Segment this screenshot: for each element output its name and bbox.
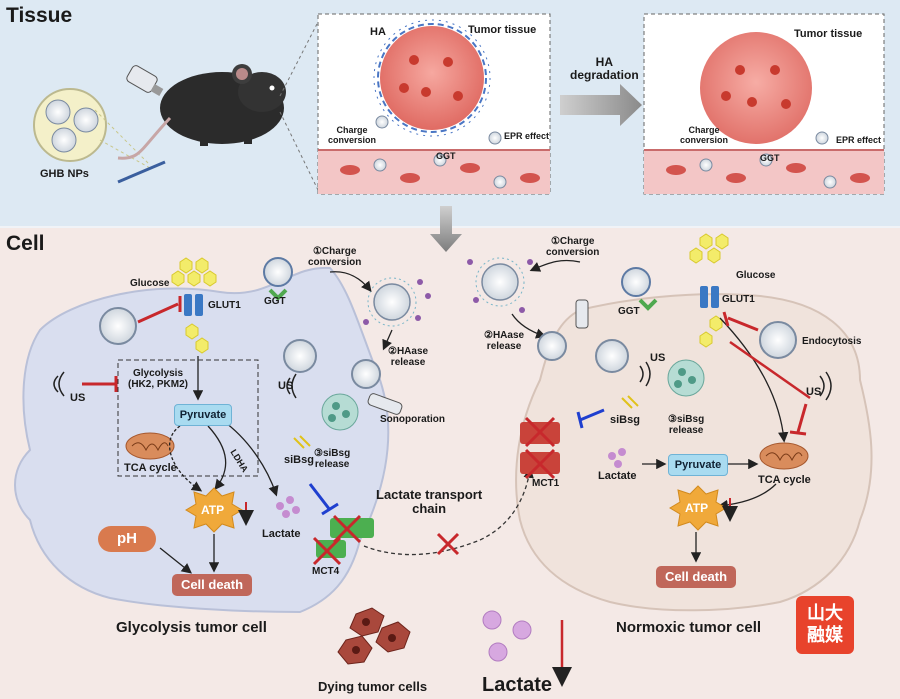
ggt-label-left: GGT	[264, 296, 286, 307]
us-label-right-1: US	[650, 352, 666, 364]
charge-conversion-np-left	[367, 277, 417, 327]
ph-badge: pH	[98, 526, 156, 552]
glycolysis-tumor-cell	[14, 266, 390, 614]
lactate-transport-path	[363, 467, 534, 556]
epr-effect-label-1: EPR effect	[504, 131, 550, 141]
glut1-transporter-right	[700, 286, 719, 308]
charge-conversion-np-right	[475, 257, 525, 307]
glucose-label-right: Glucose	[736, 270, 776, 281]
transport-cross-mark	[436, 532, 460, 556]
tissue-section-title: Tissue	[6, 4, 73, 27]
ggt-label-2: GGT	[760, 153, 780, 163]
step1-charge-conversion-left: ①Charge conversion	[308, 246, 362, 268]
cell-section-title: Cell	[6, 232, 45, 255]
glut1-label-left: GLUT1	[208, 300, 241, 311]
tissue-to-cell-arrow	[430, 206, 462, 252]
lactate-molecules-right	[608, 448, 626, 468]
glycolysis-tumor-cell-title: Glycolysis tumor cell	[116, 619, 267, 636]
sibsg-label-right: siBsg	[610, 414, 640, 426]
sonoporation-probe-icon	[367, 393, 403, 415]
glycolysis-label: Glycolysis (HK2, PKM2)	[128, 368, 189, 390]
cross-mark-left-2	[312, 536, 342, 566]
us-probe-right-icon	[575, 299, 589, 329]
lactate-label-left: Lactate	[262, 528, 301, 540]
glucose-label-left: Glucose	[130, 278, 170, 289]
lactate-molecules-left	[276, 496, 300, 518]
ha-label: HA	[370, 26, 386, 38]
mct1-label: MCT1	[532, 478, 560, 489]
tumor-with-ha	[373, 19, 491, 137]
cross-mark-right-2	[524, 448, 556, 480]
atp-burst-right	[669, 485, 727, 531]
atp-burst-left	[185, 487, 243, 533]
cross-mark-right-1	[524, 416, 556, 448]
pyruvate-box-left: Pyruvate	[174, 404, 232, 426]
glut1-label-right: GLUT1	[722, 294, 755, 305]
charge-conversion-label-2: Charge conversion	[680, 125, 729, 145]
lactate-transport-chain-label: Lactate transport chain	[376, 487, 483, 517]
ultrasound-probe-icon	[126, 65, 164, 96]
ggt-nanoparticle-right	[621, 267, 651, 297]
ha-degradation-arrow	[560, 84, 642, 126]
endocytosis-nanoparticle	[759, 321, 797, 359]
step2-haase-release-left: ②HAase release	[388, 346, 429, 368]
sibsg-label-left: siBsg	[284, 454, 314, 466]
lactate-big-label: Lactate	[482, 674, 553, 696]
ha-degradation-label: HA degradation	[570, 55, 639, 83]
glucose-hexagons-right	[689, 233, 729, 264]
ggt-label-right: GGT	[618, 306, 640, 317]
normoxic-tumor-cell-title: Normoxic tumor cell	[616, 619, 762, 636]
glucose-hexagons-left	[171, 257, 217, 287]
sirna-icon-right	[621, 395, 639, 409]
cell-death-left: Cell death	[172, 574, 252, 596]
ghb-nps-illustration	[33, 88, 107, 162]
us-label-left-1: US	[70, 392, 86, 404]
lactate-label-right: Lactate	[598, 470, 637, 482]
nanoparticle-left	[99, 307, 137, 345]
releasing-nanoparticle-right	[667, 359, 705, 397]
step3-sibsg-release-right: ③siBsg release	[668, 414, 705, 436]
mct4-label: MCT4	[312, 566, 340, 577]
us-label-left-2: US	[278, 380, 294, 392]
tumor-without-ha	[700, 32, 812, 144]
sonoporation-label: Sonoporation	[380, 414, 445, 425]
dying-tumor-cells-label: Dying tumor cells	[318, 679, 428, 694]
pyruvate-box-right: Pyruvate	[668, 454, 728, 476]
tca-cycle-label-right: TCA cycle	[758, 474, 811, 486]
ggt-nanoparticle-left	[263, 257, 293, 287]
cell-death-right: Cell death	[656, 566, 736, 588]
sirna-icon-left	[293, 435, 311, 449]
tumor-tissue-label-1: Tumor tissue	[468, 24, 537, 36]
charge-conversion-label-1: Charge conversion	[328, 125, 377, 145]
endocytosis-label: Endocytosis	[802, 336, 862, 347]
atp-label-left: ATP	[201, 503, 225, 517]
tumor-tissue-label-2: Tumor tissue	[794, 28, 863, 40]
us-label-right-2: US	[806, 386, 822, 398]
glut1-transporter-left	[184, 294, 203, 316]
releasing-nanoparticle-left	[321, 393, 359, 431]
mitochondria-right-icon	[759, 442, 809, 470]
epr-effect-label-2: EPR effect	[836, 135, 882, 145]
step2-haase-release-right: ②HAase release	[484, 330, 525, 352]
watermark-logo: 山大 融媒	[796, 596, 854, 654]
normoxic-tumor-cell	[515, 293, 873, 612]
atp-label-right: ATP	[685, 501, 709, 515]
mitochondria-left-icon	[125, 432, 175, 460]
tca-cycle-label-left: TCA cycle	[124, 462, 177, 474]
mouse-illustration	[117, 64, 286, 160]
step3-sibsg-release-left: ③siBsg release	[314, 448, 351, 470]
step1-charge-conversion-right: ①Charge conversion	[546, 236, 600, 258]
ggt-label-1: GGT	[436, 151, 456, 161]
lactate-big-molecules	[482, 610, 532, 662]
ghb-nps-label: GHB NPs	[40, 168, 89, 180]
